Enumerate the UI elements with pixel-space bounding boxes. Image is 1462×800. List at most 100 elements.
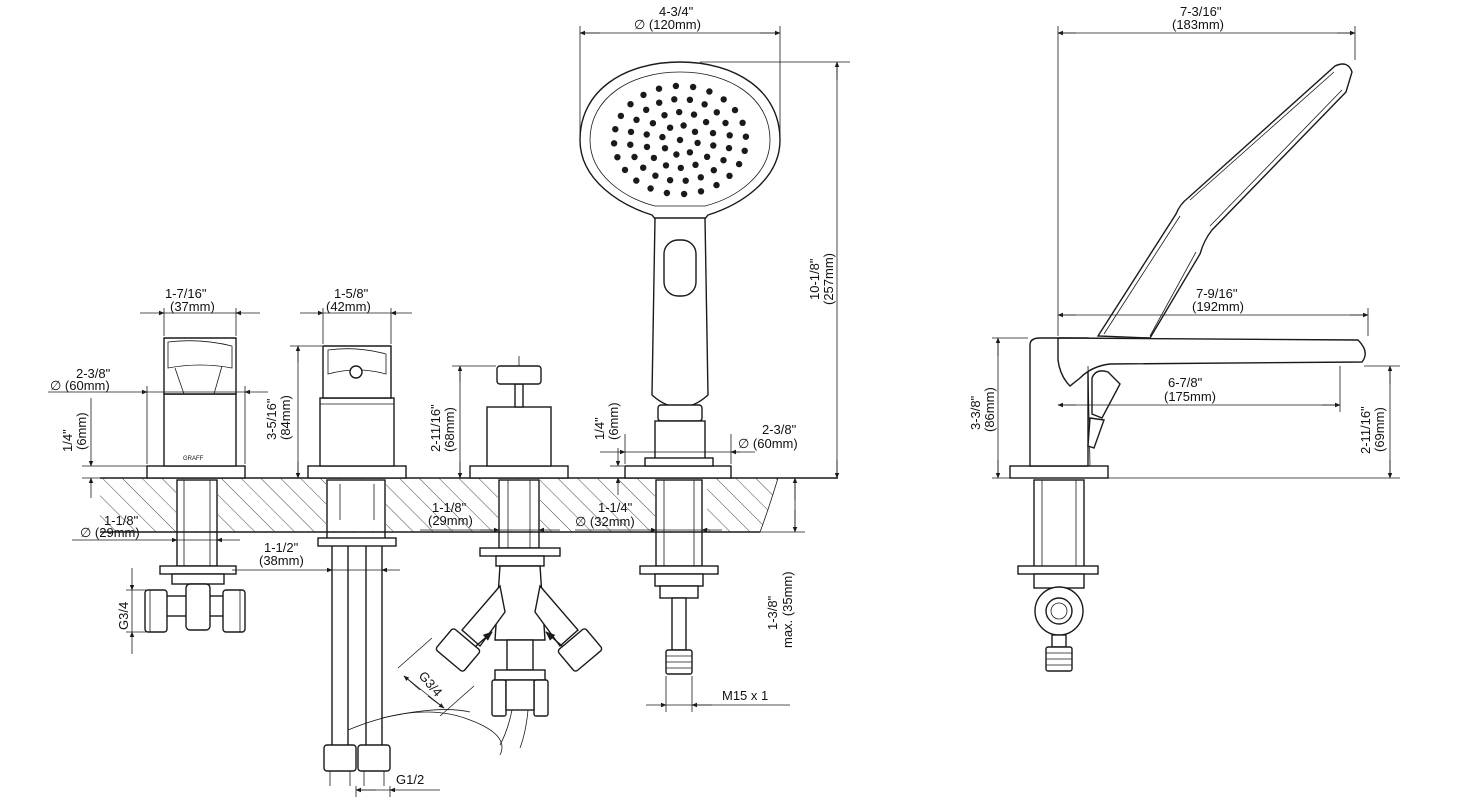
nozzle-dot: [627, 101, 634, 108]
side-width-mm: (183mm): [1172, 17, 1224, 32]
hs-dia-in: 4-3/4": [659, 4, 694, 19]
h1-width-in: 1-7/16": [165, 286, 207, 301]
nozzle-dot: [656, 99, 663, 106]
nozzle-dot: [735, 160, 743, 168]
nozzle-dot: [643, 106, 650, 114]
nozzle-dot: [652, 172, 659, 179]
spout-len-in: 7-9/16": [1196, 286, 1238, 301]
h2-h-in: 3-5/16": [264, 398, 279, 440]
h2-conn: G1/2: [396, 772, 424, 787]
nozzle-dot: [742, 133, 750, 140]
spout-side-dimensions: 7-3/16" (183mm) 7-9/16" (192mm) 6-7/8" (…: [968, 4, 1400, 479]
spout-h-mm: (69mm): [1372, 407, 1387, 452]
nozzle-dot: [671, 96, 678, 103]
nozzle-dot: [697, 174, 704, 181]
nozzle-dot: [673, 151, 680, 158]
h2-shank-in: 1-1/2": [264, 540, 299, 555]
nozzle-dot: [725, 144, 733, 152]
h1-plate-in: 2-3/8": [76, 366, 111, 381]
nozzle-dot: [710, 167, 717, 174]
h1-shank-in: 1-1/8": [104, 513, 139, 528]
nozzle-dot: [661, 112, 668, 119]
div-h-in: 2-11/16": [428, 404, 443, 452]
spout-len-mm: (192mm): [1192, 299, 1244, 314]
nozzle-dot: [672, 82, 680, 90]
nozzle-dot: [663, 189, 671, 197]
nozzle-dot: [676, 108, 683, 116]
brand-mark: GRAFF: [183, 456, 204, 462]
side-h-in: 3-3/8": [968, 395, 983, 430]
nozzle-dot: [640, 91, 647, 99]
nozzle-dot: [666, 124, 674, 131]
nozzle-dot: [706, 88, 713, 95]
plate-dia-mm: ∅ (60mm): [738, 436, 798, 451]
nozzle-dot: [676, 136, 684, 144]
hose-shank-mm: ∅ (32mm): [575, 514, 635, 529]
nozzle-dot: [640, 164, 647, 171]
nozzle-dot: [659, 133, 666, 141]
nozzle-dot: [701, 101, 708, 108]
nozzle-dot: [680, 122, 687, 129]
nozzle-dot: [722, 119, 729, 127]
nozzle-dot: [643, 143, 651, 151]
nozzle-dot: [713, 181, 720, 189]
handle-1-dimensions: 1-7/16" (37mm) 2-3/8" ∅ (60mm) 1/4" (6mm…: [48, 286, 268, 654]
total-h-in: 10-1/8": [807, 258, 822, 300]
hs-dia-mm: ∅ (120mm): [634, 17, 701, 32]
handle-1: GRAFF: [144, 337, 246, 633]
nozzle-dot: [726, 132, 733, 139]
nozzle-dot: [690, 111, 698, 118]
div-shank-in: 1-1/8": [432, 500, 467, 515]
nozzle-dot: [692, 161, 699, 168]
nozzle-dot: [709, 129, 717, 137]
nozzle-dot: [677, 164, 684, 172]
nozzle-dot: [621, 166, 629, 174]
nozzle-dot: [686, 149, 694, 156]
nozzle-dot: [694, 139, 701, 147]
nozzle-dot: [731, 106, 739, 114]
nozzle-dot: [649, 120, 657, 127]
max-deck-in: 1-3/8": [765, 595, 780, 630]
nozzle-dot: [713, 109, 720, 116]
nozzle-dot: [741, 147, 748, 154]
nozzle-dot: [610, 140, 618, 147]
handle-2-dimensions: 1-5/8" (42mm) 3-5/16" (84mm) 1-1/2" (38m…: [232, 286, 440, 797]
nozzle-dot: [689, 83, 697, 91]
nozzle-dot: [650, 154, 658, 162]
shower-nozzles: [610, 82, 750, 198]
h2-shank-mm: (38mm): [259, 553, 304, 568]
hose-plate-h-in: 1/4": [592, 417, 607, 440]
spout-reach-mm: (175mm): [1164, 389, 1216, 404]
nozzle-dot: [655, 85, 663, 92]
hose-shank-in: 1-1/4": [598, 500, 633, 515]
h1-conn: G3/4: [116, 602, 131, 630]
nozzle-dot: [680, 190, 688, 198]
h2-h-mm: (84mm): [278, 395, 293, 440]
nozzle-dot: [710, 142, 717, 149]
nozzle-dot: [739, 119, 746, 127]
nozzle-dot: [614, 154, 621, 161]
max-deck-mm: max. (35mm): [780, 571, 795, 648]
h1-plate-h-mm: (6mm): [74, 412, 89, 450]
nozzle-dot: [686, 96, 694, 104]
nozzle-dot: [703, 153, 711, 160]
nozzle-dot: [643, 131, 650, 138]
total-h-mm: (257mm): [821, 253, 836, 305]
side-width-in: 7-3/16": [1180, 4, 1222, 19]
hose-plate-h-mm: (6mm): [606, 402, 621, 440]
plate-dia-in: 2-3/8": [762, 422, 797, 437]
div-shank-mm: (29mm): [428, 513, 473, 528]
nozzle-dot: [666, 177, 674, 184]
nozzle-dot: [612, 126, 619, 133]
hand-shower-dimensions: 4-3/4" ∅ (120mm) 10-1/8" (257mm) 2-3/8" …: [575, 4, 850, 712]
nozzle-dot: [617, 112, 625, 120]
nozzle-dot: [631, 153, 638, 161]
div-h-mm: (68mm): [442, 407, 457, 452]
nozzle-dot: [647, 185, 654, 192]
nozzle-dot: [633, 177, 640, 184]
h1-plate-h-in: 1/4": [60, 429, 75, 452]
hand-shower: [579, 61, 781, 675]
h2-width-mm: (42mm): [326, 299, 371, 314]
h2-width-in: 1-5/8": [334, 286, 369, 301]
